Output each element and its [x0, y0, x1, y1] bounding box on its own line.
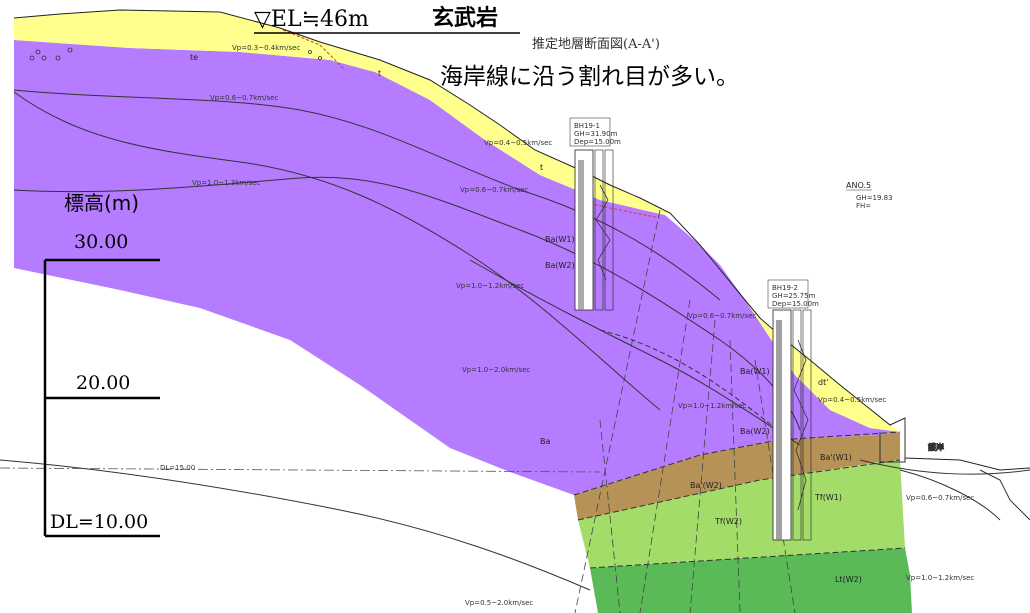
header-annotations: ▽EL≒46m 玄武岩 推定地層断面図(A-A') 海岸線に沿う割れ目が多い。 [254, 5, 739, 90]
unit-ba-prime-w2: Ba'(W2) [690, 481, 722, 490]
velocity-label: Vp=0.4~0.5km/sec [818, 396, 886, 404]
velocity-label: Vp=1.0~1.2km/sec [678, 402, 746, 410]
borehole-1-id: BH19-1 [574, 122, 600, 130]
velocity-label: Vp=0.4~0.5km/sec [484, 139, 552, 147]
ano-gh: GH=19.83 [856, 194, 893, 202]
rock-name: 玄武岩 [432, 5, 498, 31]
unit-labels: te t t dt' Ba(W1) Ba(W2) Ba(W1) Ba(W2) B… [190, 53, 862, 584]
unit-ba-w1-lower: Ba(W1) [740, 367, 770, 376]
section-title: 推定地層断面図(A-A') [532, 37, 660, 52]
seawall-label: 護岸 [928, 442, 944, 452]
section-ano-label: ANO.5 GH=19.83 FH= [846, 181, 893, 210]
borehole-1-dep: Dep=15.00m [574, 138, 621, 146]
strata-layers [14, 10, 912, 613]
unit-lt-w2: Lt(W2) [835, 575, 862, 584]
unit-dt: dt' [818, 378, 828, 387]
scale-tick-dl10: DL=10.00 [50, 511, 148, 533]
elevation-scale: 標高(m) 30.00 20.00 DL=10.00 [43, 191, 160, 538]
borehole-2-id: BH19-2 [772, 284, 798, 292]
scale-tick-30: 30.00 [74, 231, 128, 253]
velocity-label: Vp=1.0~1.2km/sec [906, 574, 974, 582]
elevation-note: ▽EL≒46m [254, 7, 369, 32]
gravel-symbols [29, 47, 322, 61]
velocity-label: Vp=0.3~0.4km/sec [232, 44, 300, 52]
unit-tf-w1: Tf(W1) [814, 493, 842, 502]
unit-ba-prime-w1: Ba'(W1) [820, 453, 852, 462]
dl-line-label: DL=15.00 [160, 464, 195, 472]
velocity-label: Vp=0.6~0.7km/sec [688, 312, 756, 320]
borehole-2-gh: GH=25.75m [772, 292, 816, 300]
velocity-label: Vp=1.0~1.3km/sec [192, 179, 260, 187]
ground-surface [13, 9, 1030, 471]
layer-boundaries [573, 431, 906, 569]
velocity-label: Vp=0.6~0.7km/sec [906, 494, 974, 502]
borehole-2[interactable]: BH19-2 GH=25.75m Dep=15.00m [767, 279, 819, 541]
velocity-labels: Vp=0.3~0.4km/sec Vp=0.6~0.7km/sec Vp=1.0… [192, 44, 974, 607]
velocity-label: Vp=1.0~2.0km/sec [462, 366, 530, 374]
layer-basalt [14, 40, 900, 495]
unit-t-lower: t [540, 163, 543, 172]
dl-line: DL=15.00 [0, 464, 601, 473]
unit-ba-w1-upper: Ba(W1) [545, 235, 575, 244]
unit-te: te [190, 53, 198, 62]
velocity-label: Vp=0.6~0.7km/sec [210, 94, 278, 102]
unit-ba: Ba [540, 437, 550, 446]
fracture-lines [574, 209, 796, 613]
velocity-label: Vp=0.6~0.7km/sec [460, 186, 528, 194]
layer-topsoil-te [14, 10, 330, 60]
layer-ba-prime [574, 432, 900, 520]
scale-tick-20: 20.00 [76, 372, 130, 394]
borehole-2-dep: Dep=15.00m [772, 300, 819, 308]
unit-t-upper: t [378, 69, 381, 78]
observation-note: 海岸線に沿う割れ目が多い。 [440, 64, 739, 90]
unit-ba-w2-lower: Ba(W2) [740, 427, 770, 436]
seawall: 護岸 [879, 418, 1030, 521]
scale-title: 標高(m) [64, 191, 139, 215]
layer-lt [590, 548, 912, 613]
velocity-label: Vp=0.5~2.0km/sec [465, 599, 533, 607]
unit-ba-w2-upper: Ba(W2) [545, 261, 575, 270]
ano-fh: FH= [856, 202, 871, 210]
borehole-1[interactable]: BH19-1 GH=31.90m Dep=15.00m [569, 117, 621, 311]
unit-tf-w2: Tf(W2) [714, 517, 742, 526]
ano-label: ANO.5 [846, 181, 871, 190]
borehole-1-gh: GH=31.90m [574, 130, 618, 138]
layer-tf [578, 460, 905, 568]
velocity-label: Vp=1.0~1.2km/sec [456, 282, 524, 290]
